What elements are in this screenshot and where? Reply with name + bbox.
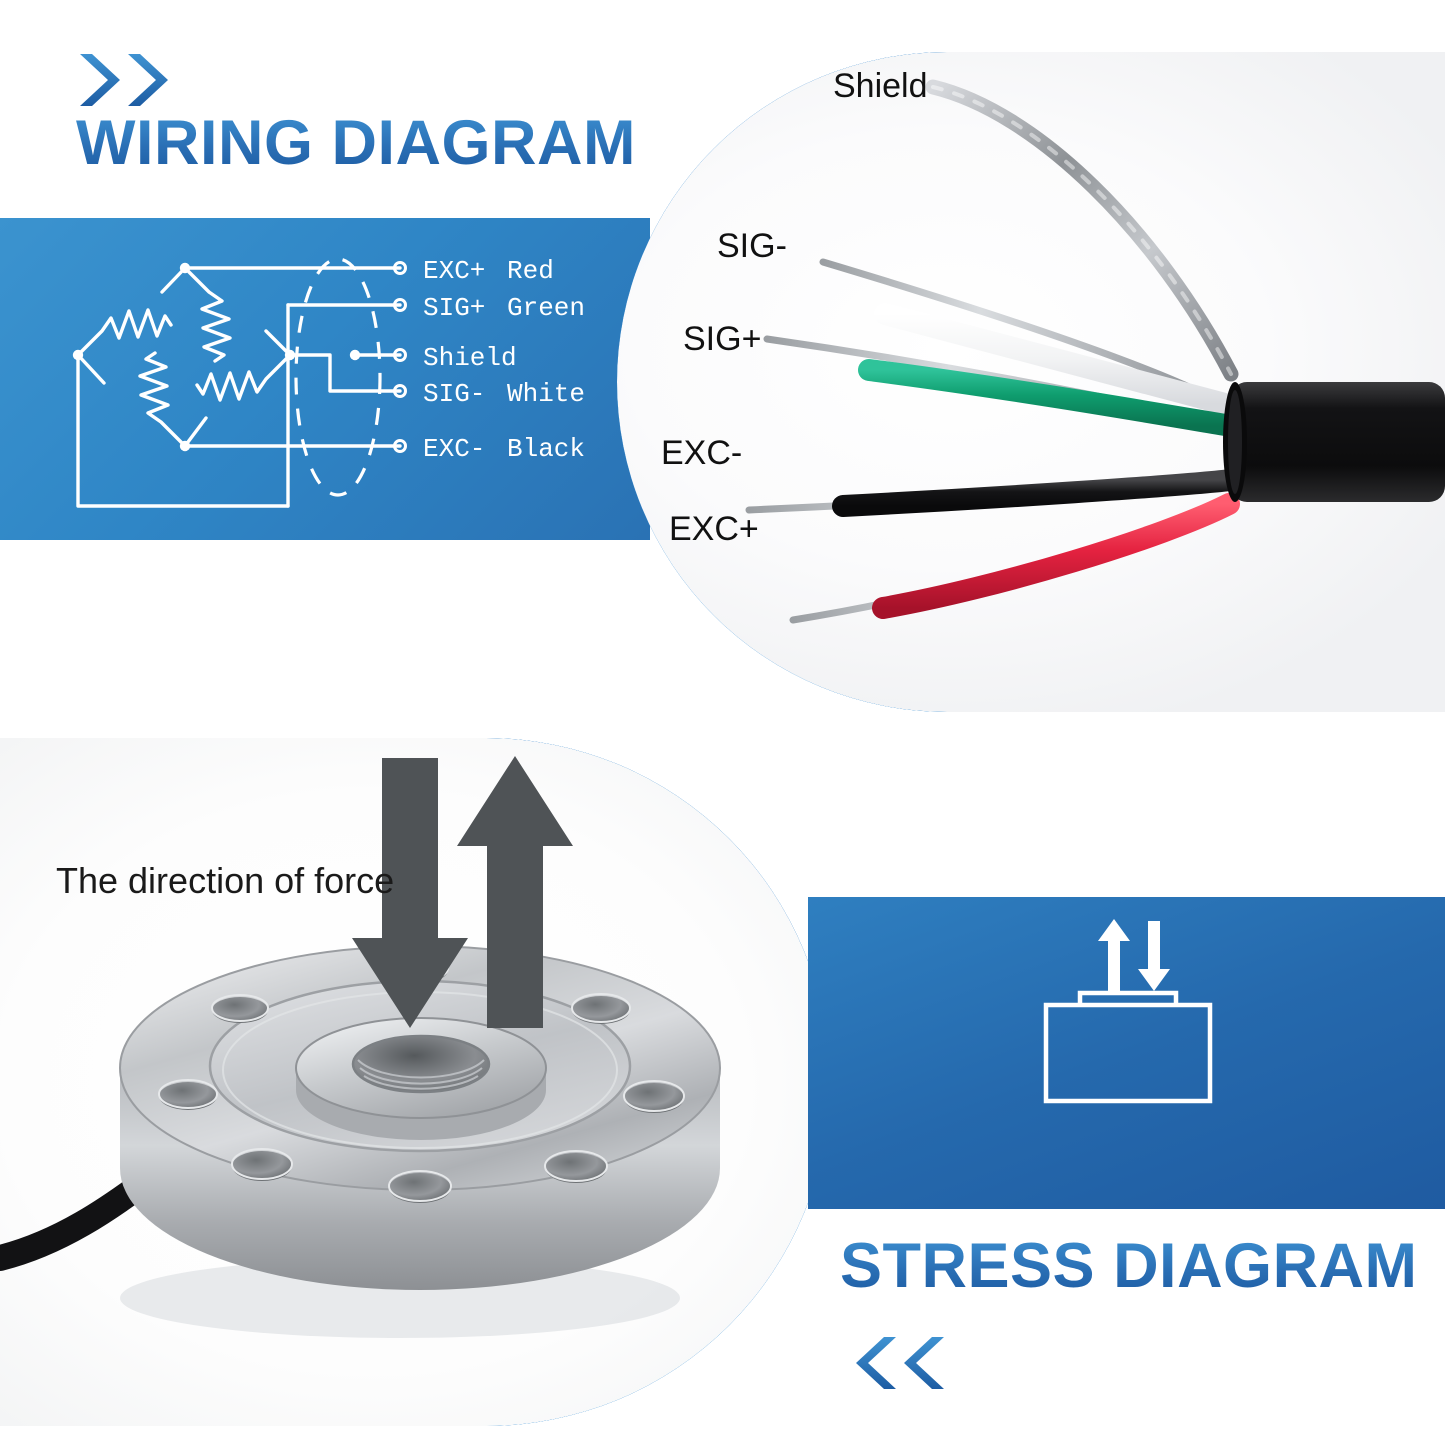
double-chevron-right-icon — [78, 52, 198, 108]
arrow-down-icon — [352, 758, 468, 1028]
bolt-hole — [211, 994, 269, 1023]
wires-photo-image: Shield SIG- SIG+ EXC- EXC+ — [617, 52, 1445, 712]
wire-label-exc-minus: EXC- — [661, 434, 743, 472]
terminal-signal-sig-plus: SIG+ — [423, 293, 485, 323]
wires-photo-panel: Shield SIG- SIG+ EXC- EXC+ — [617, 52, 1445, 712]
arrow-down-icon — [1138, 921, 1170, 991]
terminal-color-sig-plus: Green — [507, 293, 585, 323]
wiring-circuit-panel: EXC+ Red SIG+ Green Shield SIG- White EX… — [0, 218, 650, 540]
terminal-signal-exc-minus: EXC- — [423, 434, 485, 464]
bolt-hole — [544, 1150, 608, 1183]
terminal-color-sig-minus: White — [507, 379, 585, 409]
wire-label-sig-plus: SIG+ — [683, 320, 762, 358]
terminal-signal-sig-minus: SIG- — [423, 379, 485, 409]
force-arrows — [352, 756, 573, 1028]
bolt-hole — [158, 1079, 218, 1110]
bolt-hole — [388, 1170, 452, 1203]
bolt-hole — [623, 1080, 685, 1113]
terminal-signal-shield: Shield — [423, 343, 517, 373]
exc-plus-wire — [789, 493, 1240, 624]
center-boss — [295, 1017, 547, 1140]
loadcell-photo-image — [0, 738, 830, 1426]
wheatstone-bridge-diagram: EXC+ Red SIG+ Green Shield SIG- White EX… — [72, 256, 585, 508]
stress-icon-panel — [808, 897, 1445, 1209]
stress-title-block: STRESS DIAGRAM — [808, 1225, 1445, 1445]
sig-minus-wire — [819, 258, 1236, 415]
wire-label-shield: Shield — [833, 67, 928, 105]
wire-label-exc-plus: EXC+ — [669, 510, 759, 548]
double-chevron-left-icon — [854, 1335, 974, 1391]
force-direction-label: The direction of force — [56, 860, 395, 901]
sig-plus-wire — [763, 335, 1242, 437]
terminal-signal-exc-plus: EXC+ — [423, 256, 485, 286]
exc-minus-wire — [745, 469, 1242, 517]
arrow-up-icon — [1098, 919, 1130, 991]
terminal-color-exc-minus: Black — [507, 434, 585, 464]
threaded-hole — [353, 1036, 489, 1092]
shield-wire — [925, 79, 1239, 382]
compression-tension-icon — [1043, 919, 1213, 1104]
cable-jacket — [1223, 382, 1445, 502]
arrow-up-icon — [457, 756, 573, 1028]
wiring-diagram-title: WIRING DIAGRAM — [76, 108, 636, 178]
terminal-color-exc-plus: Red — [507, 256, 554, 286]
bolt-hole — [231, 1148, 293, 1181]
wire-label-sig-minus: SIG- — [717, 227, 787, 265]
wiring-title-block: WIRING DIAGRAM — [0, 0, 700, 218]
stress-diagram-title: STRESS DIAGRAM — [840, 1231, 1418, 1301]
loadcell-photo-panel — [0, 738, 830, 1426]
bolt-hole — [571, 993, 631, 1024]
